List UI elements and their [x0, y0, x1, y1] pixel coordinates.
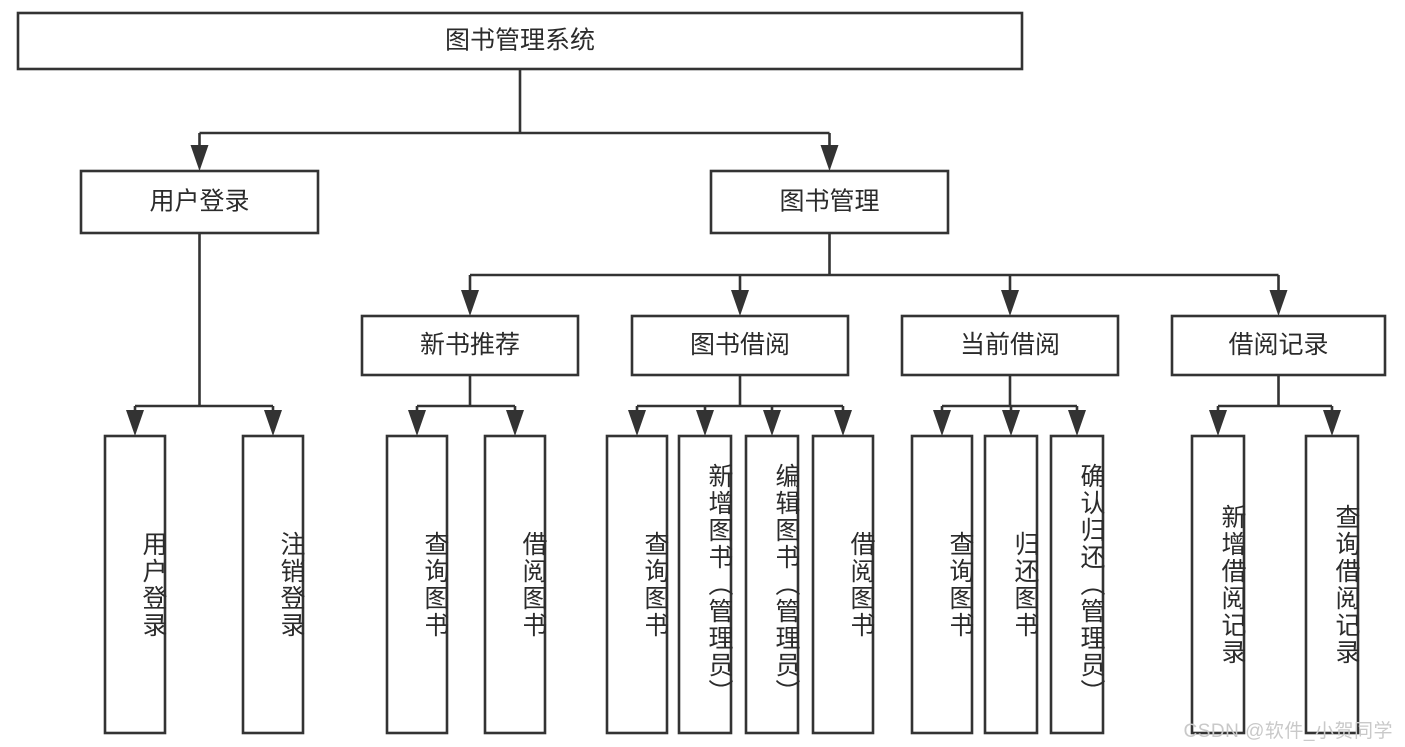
- arrow-head-icon: [1323, 410, 1341, 436]
- leaf-node-leaf-confirm-return[interactable]: [1049, 434, 1105, 735]
- connector-layer: [126, 69, 1341, 436]
- node-book-manage[interactable]: [709, 169, 950, 235]
- leaf-node-leaf-add-record[interactable]: [1190, 434, 1246, 735]
- node-borrow-record-label: 借阅记录: [1228, 331, 1328, 359]
- node-book-borrow-label: 图书借阅: [690, 331, 790, 359]
- arrow-head-icon: [1209, 410, 1227, 436]
- node-current-borrow-label: 当前借阅: [960, 331, 1060, 359]
- arrow-head-icon: [1001, 290, 1019, 316]
- arrow-head-icon: [696, 410, 714, 436]
- leaf-node-leaf-borrow-book-2[interactable]: [811, 434, 875, 735]
- node-user-login-label: 用户登录: [149, 188, 249, 216]
- arrow-head-icon: [506, 410, 524, 436]
- leaf-node-leaf-return-book[interactable]: [983, 434, 1039, 735]
- arrow-head-icon: [763, 410, 781, 436]
- arrow-head-icon: [834, 410, 852, 436]
- node-user-login[interactable]: [79, 169, 320, 235]
- node-book-borrow[interactable]: [630, 314, 850, 377]
- node-new-book-rec-label: 新书推荐: [420, 331, 520, 359]
- node-new-book-rec[interactable]: [360, 314, 580, 377]
- node-layer: [16, 11, 1387, 735]
- node-current-borrow[interactable]: [900, 314, 1120, 377]
- node-root[interactable]: [16, 11, 1024, 71]
- node-book-manage-label: 图书管理: [779, 188, 879, 216]
- arrow-head-icon: [126, 410, 144, 436]
- leaf-node-leaf-query-book-1[interactable]: [385, 434, 449, 735]
- leaf-node-leaf-query-record[interactable]: [1304, 434, 1360, 735]
- arrow-head-icon: [820, 145, 839, 171]
- node-root-label: 图书管理系统: [445, 27, 595, 55]
- arrow-head-icon: [933, 410, 951, 436]
- arrow-head-icon: [1269, 290, 1288, 316]
- arrow-head-icon: [628, 410, 646, 436]
- leaf-node-leaf-user-login[interactable]: [103, 434, 167, 735]
- arrow-head-icon: [731, 290, 749, 316]
- leaf-node-leaf-borrow-book-1[interactable]: [483, 434, 547, 735]
- leaf-node-leaf-add-book[interactable]: [677, 434, 733, 735]
- arrow-head-icon: [1068, 410, 1086, 436]
- leaf-node-leaf-logout[interactable]: [241, 434, 305, 735]
- arrow-head-icon: [190, 145, 209, 171]
- csdn-watermark: CSDN @软件_小贺同学: [1183, 721, 1393, 742]
- arrow-head-icon: [1002, 410, 1020, 436]
- arrow-head-icon: [408, 410, 426, 436]
- arrow-head-icon: [264, 410, 282, 436]
- leaf-node-leaf-edit-book[interactable]: [744, 434, 800, 735]
- node-borrow-record[interactable]: [1170, 314, 1387, 377]
- leaf-node-leaf-query-book-3[interactable]: [910, 434, 974, 735]
- leaf-node-leaf-query-book-2[interactable]: [605, 434, 669, 735]
- arrow-head-icon: [461, 290, 479, 316]
